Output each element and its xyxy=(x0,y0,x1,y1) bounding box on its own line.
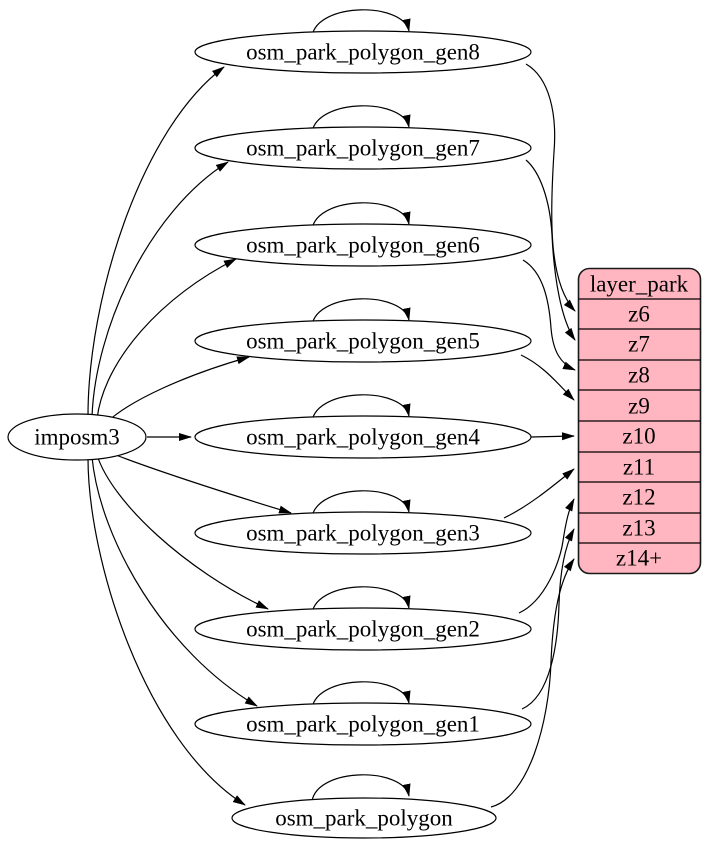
self-loop-osm_park_polygon_gen1 xyxy=(311,681,411,709)
zoom-row-z12: z12 xyxy=(622,485,655,510)
edge-imposm3-osm_park_polygon_gen7 xyxy=(91,161,229,418)
edges-to-layer xyxy=(490,63,576,808)
edge-osm_park_polygon_gen5-z9 xyxy=(520,354,575,401)
node-osm_park_polygon_gen6: osm_park_polygon_gen6 xyxy=(194,223,532,267)
zoom-row-z9: z9 xyxy=(628,394,650,419)
table-label: osm_park_polygon_gen6 xyxy=(246,233,480,258)
table-nodes: osm_park_polygon_gen8 osm_park_polygon_g… xyxy=(194,30,532,839)
edge-imposm3-osm_park_polygon_gen8 xyxy=(87,66,225,417)
node-osm_park_polygon_gen3: osm_park_polygon_gen3 xyxy=(194,511,532,555)
edge-osm_park_polygon_gen8-z6 xyxy=(525,63,576,312)
edge-imposm3-osm_park_polygon_gen5 xyxy=(105,356,250,424)
table-ellipse xyxy=(194,30,532,74)
table-label: osm_park_polygon_gen5 xyxy=(246,329,480,354)
self-loop-osm_park_polygon xyxy=(311,774,411,802)
zoom-row-z11: z11 xyxy=(623,455,655,480)
edge-imposm3-osm_park_polygon_gen1 xyxy=(91,456,258,707)
table-label: osm_park_polygon_gen1 xyxy=(246,712,480,737)
edge-osm_park_polygon_gen2-z12 xyxy=(518,498,575,614)
node-imposm3: imposm3 xyxy=(7,413,147,461)
table-label: osm_park_polygon_gen2 xyxy=(246,617,480,642)
self-loop-osm_park_polygon_gen3 xyxy=(311,490,411,518)
table-label: osm_park_polygon_gen8 xyxy=(246,40,480,65)
node-osm_park_polygon_gen2: osm_park_polygon_gen2 xyxy=(194,607,532,651)
edge-osm_park_polygon_gen6-z8 xyxy=(522,259,576,371)
table-ellipse xyxy=(231,797,497,839)
table-ellipse xyxy=(194,415,532,459)
zoom-row-z14: z14+ xyxy=(616,546,662,571)
edges-from-source xyxy=(87,66,292,806)
self-loop-osm_park_polygon_gen4 xyxy=(311,394,411,422)
zoom-row-z6: z6 xyxy=(628,302,650,327)
imposm3-label: imposm3 xyxy=(34,425,120,450)
table-ellipse xyxy=(194,223,532,267)
edge-imposm3-osm_park_polygon xyxy=(87,457,246,806)
zoom-row-z8: z8 xyxy=(628,363,650,388)
self-loop-osm_park_polygon_gen8 xyxy=(311,9,411,37)
node-osm_park_polygon_gen1: osm_park_polygon_gen1 xyxy=(194,702,532,746)
layer-park-title: layer_park xyxy=(590,272,689,297)
zoom-row-z13: z13 xyxy=(622,516,655,541)
node-osm_park_polygon_gen4: osm_park_polygon_gen4 xyxy=(194,415,532,459)
imposm3-ellipse xyxy=(7,413,147,461)
node-osm_park_polygon_gen7: osm_park_polygon_gen7 xyxy=(194,126,532,170)
table-label: osm_park_polygon_gen4 xyxy=(246,425,480,450)
table-ellipse xyxy=(194,319,532,363)
node-osm_park_polygon: osm_park_polygon xyxy=(231,797,497,839)
self-loop-edges xyxy=(311,9,411,802)
self-loop-osm_park_polygon_gen2 xyxy=(311,586,411,614)
edge-osm_park_polygon_gen7-z7 xyxy=(525,159,576,341)
self-loop-osm_park_polygon_gen6 xyxy=(311,202,411,230)
table-ellipse xyxy=(194,702,532,746)
table-ellipse xyxy=(194,511,532,555)
table-label: osm_park_polygon_gen3 xyxy=(246,521,480,546)
edge-osm_park_polygon_gen4-z10 xyxy=(530,432,575,441)
edge-imposm3-osm_park_polygon_gen3 xyxy=(105,450,292,514)
edge-osm_park_polygon-z14 xyxy=(490,558,575,808)
zoom-row-z7: z7 xyxy=(628,332,650,357)
table-ellipse xyxy=(194,126,532,170)
node-layer_park: layer_park z6 z7 z8 z9 z10 z11 z12 z13 z… xyxy=(577,267,702,575)
zoom-row-z10: z10 xyxy=(622,424,655,449)
edge-imposm3-osm_park_polygon_gen2 xyxy=(96,454,269,610)
table-label: osm_park_polygon_gen7 xyxy=(246,136,480,161)
self-loop-osm_park_polygon_gen7 xyxy=(311,105,411,133)
edge-osm_park_polygon_gen3-z11 xyxy=(503,468,575,519)
table-label: osm_park_polygon xyxy=(275,806,453,831)
node-osm_park_polygon_gen8: osm_park_polygon_gen8 xyxy=(194,30,532,74)
edge-osm_park_polygon_gen1-z13 xyxy=(521,528,575,710)
edge-imposm3-osm_park_polygon_gen6 xyxy=(96,258,237,420)
table-ellipse xyxy=(194,607,532,651)
self-loop-osm_park_polygon_gen5 xyxy=(311,298,411,326)
node-osm_park_polygon_gen5: osm_park_polygon_gen5 xyxy=(194,319,532,363)
